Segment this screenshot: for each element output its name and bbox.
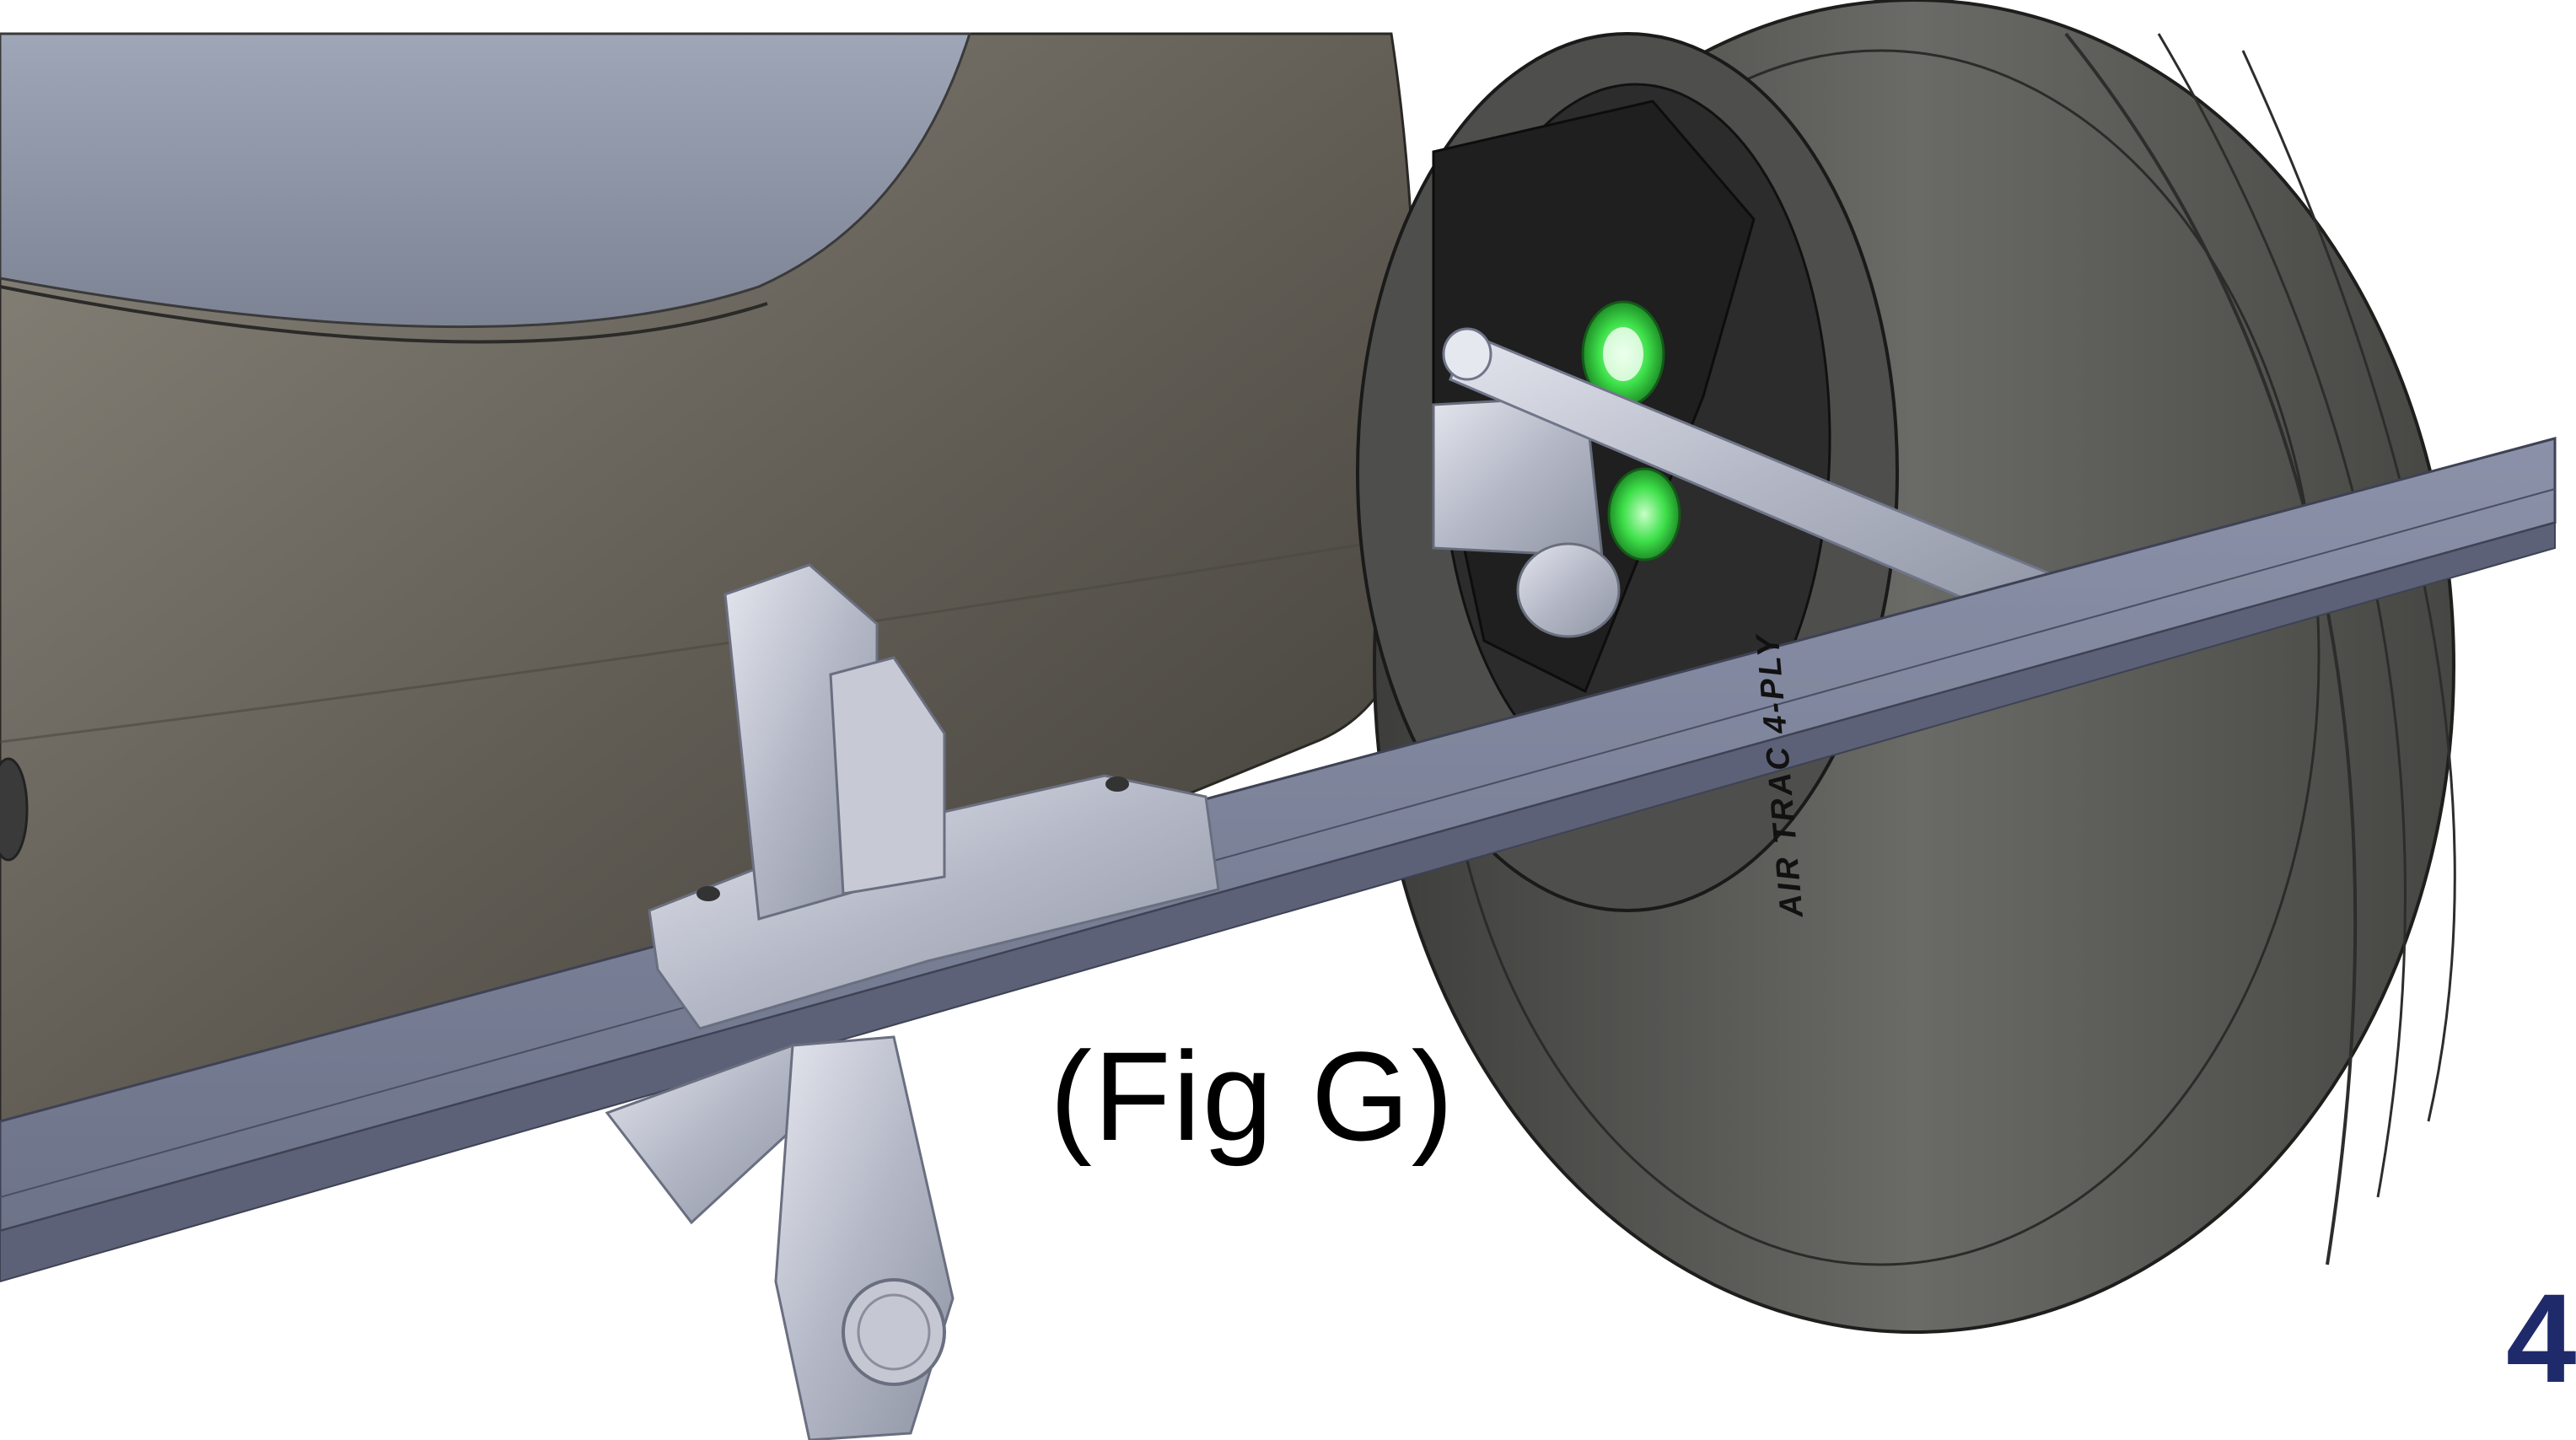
cross-bar [0, 437, 2557, 1283]
mounting-bracket [648, 563, 1220, 1030]
tow-bar [605, 1035, 955, 1440]
bolt-highlight [1581, 300, 1681, 561]
wheel-pant [0, 32, 1420, 1123]
figure-label: (Fig G) [1050, 1025, 1455, 1167]
page-number: 4 [2506, 1267, 2576, 1409]
axle-spacer [1432, 395, 1621, 638]
